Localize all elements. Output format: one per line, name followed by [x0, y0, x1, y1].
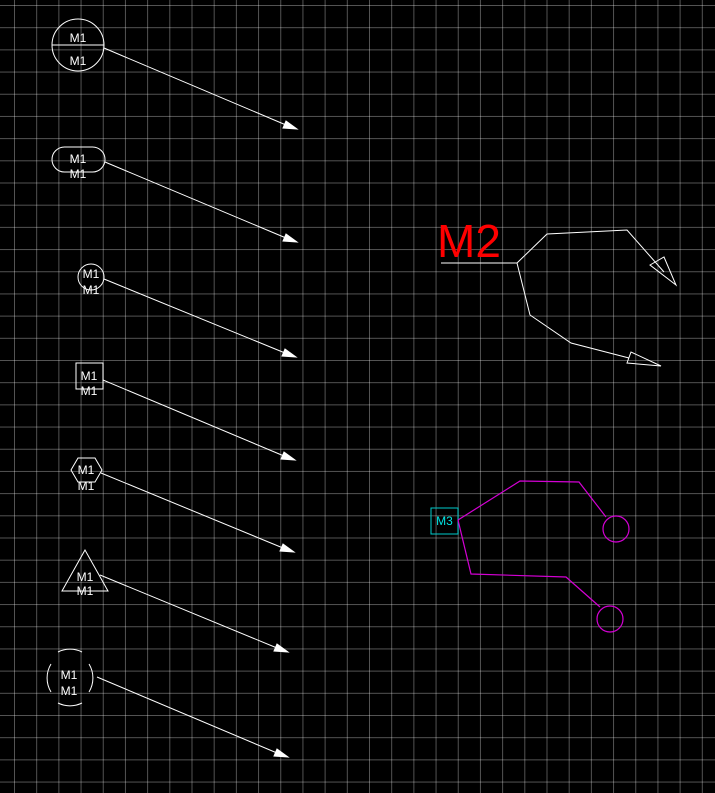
balloon-1-arrowhead — [282, 120, 299, 130]
balloon-2-arrowhead — [282, 233, 299, 243]
balloon-4-leader — [102, 379, 285, 457]
m2-leader-upper — [516, 229, 665, 273]
balloon-7-arc-bottom — [57, 702, 83, 707]
m2-arrowhead-upper — [649, 256, 678, 287]
balloon-6-arrowhead — [273, 643, 290, 653]
balloon-6-bottom-text: M1 — [77, 584, 94, 598]
balloon-1-top-text: M1 — [70, 31, 87, 45]
balloon-3[interactable]: M1 M1 — [77, 263, 298, 358]
balloon-4[interactable]: M1 M1 — [75, 362, 297, 461]
balloon-3-top-text: M1 — [83, 267, 100, 281]
multileader-m3[interactable]: M3 — [430, 480, 630, 633]
balloon-4-square — [75, 362, 104, 390]
balloon-1[interactable]: M1 M1 — [51, 18, 299, 130]
balloon-7-arc-left — [46, 663, 52, 693]
balloon-7-leader — [96, 676, 278, 754]
balloon-6-top-text: M1 — [77, 570, 94, 584]
balloon-2-bottom-text: M1 — [70, 167, 87, 181]
balloon-5-arrowhead — [279, 543, 296, 553]
balloon-5-bottom-text: M1 — [78, 479, 95, 493]
balloon-3-arrowhead — [281, 348, 298, 358]
balloon-5-leader — [100, 472, 284, 549]
balloon-7[interactable]: M1 M1 — [46, 648, 290, 758]
m3-dot-upper — [602, 515, 630, 543]
m2-label: M2 — [437, 215, 501, 267]
balloon-2-leader — [104, 161, 287, 239]
balloon-6-triangle — [61, 548, 109, 592]
balloon-3-leader — [103, 278, 286, 354]
balloon-1-bottom-text: M1 — [70, 54, 87, 68]
balloon-5-top-text: M1 — [78, 463, 95, 477]
balloon-2-slot — [51, 146, 106, 173]
m3-label: M3 — [436, 514, 453, 528]
balloon-6-leader — [99, 574, 278, 649]
balloon-2[interactable]: M1 M1 — [51, 146, 299, 243]
balloon-2-top-text: M1 — [70, 152, 87, 166]
balloon-5[interactable]: M1 M1 — [70, 457, 296, 553]
balloon-6[interactable]: M1 M1 — [61, 548, 290, 653]
balloon-4-top-text: M1 — [81, 369, 98, 383]
balloon-3-circle — [77, 263, 105, 291]
balloon-7-arc-right — [88, 663, 94, 693]
balloon-5-hexagon — [70, 457, 103, 483]
multileader-m2[interactable]: M2 — [437, 215, 678, 367]
balloon-1-leader — [103, 47, 287, 126]
balloon-7-arrowhead — [273, 748, 290, 758]
balloon-4-bottom-text: M1 — [81, 384, 98, 398]
m2-leader-lower — [516, 262, 630, 359]
m3-leader-upper — [457, 480, 607, 521]
m3-dot-lower — [596, 605, 624, 633]
balloon-7-arc-top — [57, 648, 83, 653]
m3-leader-lower — [457, 519, 601, 608]
balloon-7-bottom-text: M1 — [61, 684, 78, 698]
balloon-3-bottom-text: M1 — [83, 283, 100, 297]
m2-arrowhead-lower — [626, 351, 662, 367]
balloon-7-top-text: M1 — [61, 668, 78, 682]
balloon-4-arrowhead — [280, 451, 297, 461]
